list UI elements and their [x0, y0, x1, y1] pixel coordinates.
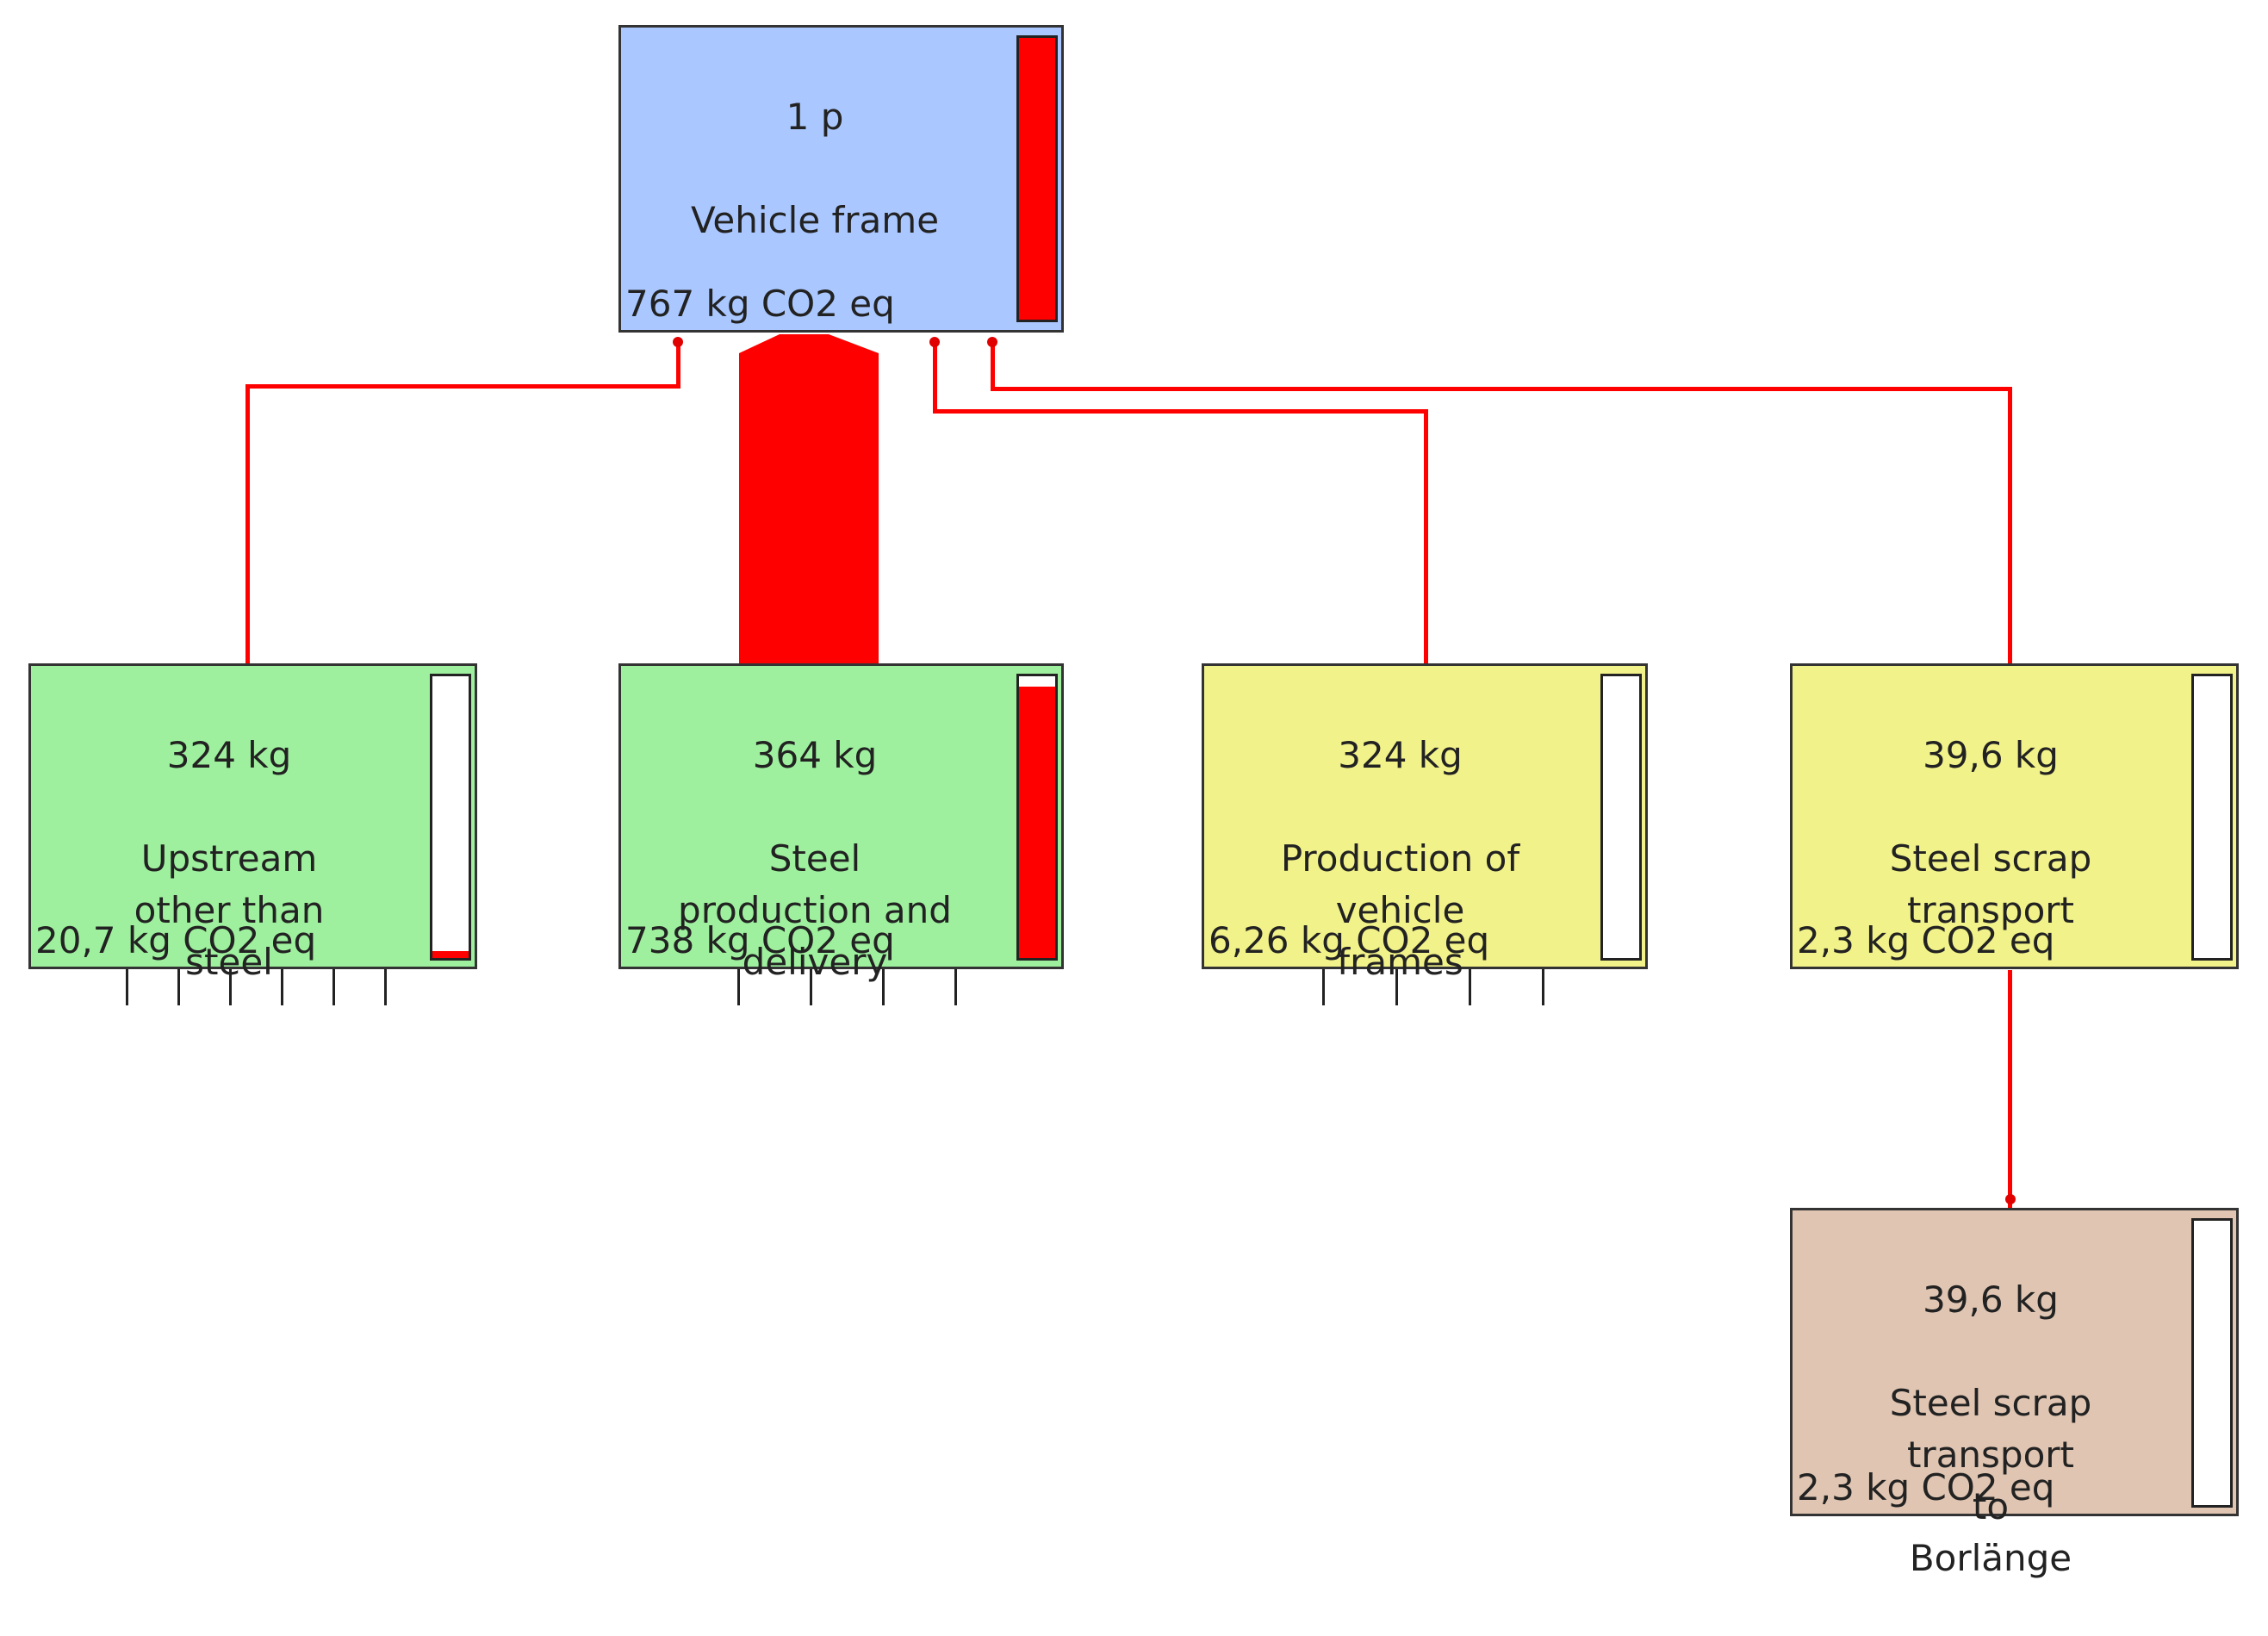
input-stub: [810, 969, 812, 1005]
impact-bar-fill: [432, 951, 469, 958]
link-scrap-vertical: [2008, 387, 2012, 665]
node-impact: 6,26 kg CO2 eq: [1209, 919, 1490, 961]
input-stub: [882, 969, 885, 1005]
link-borlange-connector-dot: [2005, 1194, 2016, 1204]
input-stub: [1395, 969, 1398, 1005]
node-amount: 364 kg: [752, 734, 878, 776]
link-frames-vertical: [1424, 409, 1428, 665]
input-stub: [1469, 969, 1471, 1005]
link-borlange-vertical: [2008, 970, 2012, 1210]
node-production-frames-label: 324 kg Production of vehicle frames: [1204, 678, 1596, 1040]
node-vehicle-frame[interactable]: 1 p Vehicle frame 767 kg CO2 eq: [618, 25, 1064, 333]
input-stub: [384, 969, 387, 1005]
main-flow-arrow-head: [739, 334, 879, 353]
node-production-of-vehicle-frames[interactable]: 324 kg Production of vehicle frames 6,26…: [1202, 663, 1648, 983]
node-impact: 20,7 kg CO2 eq: [35, 919, 317, 961]
link-upstream-connector-dot: [673, 337, 683, 347]
main-flow-link: [739, 334, 879, 665]
node-amount: 324 kg: [1338, 734, 1463, 776]
node-amount: 1 p: [786, 96, 844, 138]
node-name: Upstream other than steel: [134, 837, 325, 983]
node-amount: 324 kg: [166, 734, 292, 776]
input-stub: [1542, 969, 1544, 1005]
impact-bar-fill: [1019, 687, 1055, 958]
impact-bar: [1016, 674, 1058, 961]
input-stub: [954, 969, 957, 1005]
main-flow-arrow-shaft: [739, 353, 879, 665]
input-stub: [737, 969, 740, 1005]
node-upstream-other-label: 324 kg Upstream other than steel: [31, 678, 427, 1040]
input-stub: [281, 969, 283, 1005]
input-stub: [229, 969, 232, 1005]
node-impact: 767 kg CO2 eq: [625, 283, 895, 325]
node-vehicle-frame-label: 1 p Vehicle frame: [621, 40, 1009, 298]
link-frames-riser: [933, 338, 937, 414]
node-steel-production-label: 364 kg Steel production and delivery: [621, 678, 1009, 1040]
node-name: Steel scrap transport: [1889, 837, 2092, 931]
impact-bar: [2191, 1218, 2233, 1508]
link-scrap-connector-dot: [987, 337, 997, 347]
node-amount: 39,6 kg: [1923, 1278, 2059, 1321]
node-amount: 39,6 kg: [1923, 734, 2059, 776]
node-impact: 2,3 kg CO2 eq: [1797, 919, 2055, 961]
link-upstream-vertical: [245, 384, 250, 665]
impact-bar: [2191, 674, 2233, 961]
process-network-diagram: 1 p Vehicle frame 767 kg CO2 eq 324 kg U…: [28, 25, 2239, 1579]
node-name: Production of vehicle frames: [1280, 837, 1520, 983]
link-scrap-horizontal: [991, 387, 2012, 391]
node-name: Steel production and delivery: [678, 837, 952, 983]
input-stub: [332, 969, 335, 1005]
impact-bar: [1016, 35, 1058, 322]
node-impact: 738 kg CO2 eq: [625, 919, 895, 961]
node-impact: 2,3 kg CO2 eq: [1797, 1466, 2055, 1508]
node-steel-scrap-transport-label: 39,6 kg Steel scrap transport: [1793, 678, 2189, 988]
node-name: Vehicle frame: [690, 199, 940, 241]
node-steel-scrap-transport-to-borlange[interactable]: 39,6 kg Steel scrap transport to Borläng…: [1790, 1208, 2239, 1579]
impact-bar: [430, 674, 471, 961]
impact-bar-fill: [1019, 38, 1055, 320]
link-frames-connector-dot: [929, 337, 940, 347]
link-upstream-riser: [676, 338, 680, 389]
link-upstream-horizontal: [245, 384, 680, 389]
input-stub: [177, 969, 180, 1005]
node-borlange-label: 39,6 kg Steel scrap transport to Borläng…: [1793, 1222, 2189, 1636]
input-stub: [126, 969, 128, 1005]
node-upstream-other-than-steel[interactable]: 324 kg Upstream other than steel 20,7 kg…: [28, 663, 477, 983]
node-steel-production-and-delivery[interactable]: 364 kg Steel production and delivery 738…: [618, 663, 1064, 983]
input-stub: [1322, 969, 1325, 1005]
link-frames-horizontal: [933, 409, 1428, 414]
link-scrap-riser: [991, 338, 995, 391]
impact-bar: [1600, 674, 1642, 961]
node-steel-scrap-transport[interactable]: 39,6 kg Steel scrap transport 2,3 kg CO2…: [1790, 663, 2239, 969]
